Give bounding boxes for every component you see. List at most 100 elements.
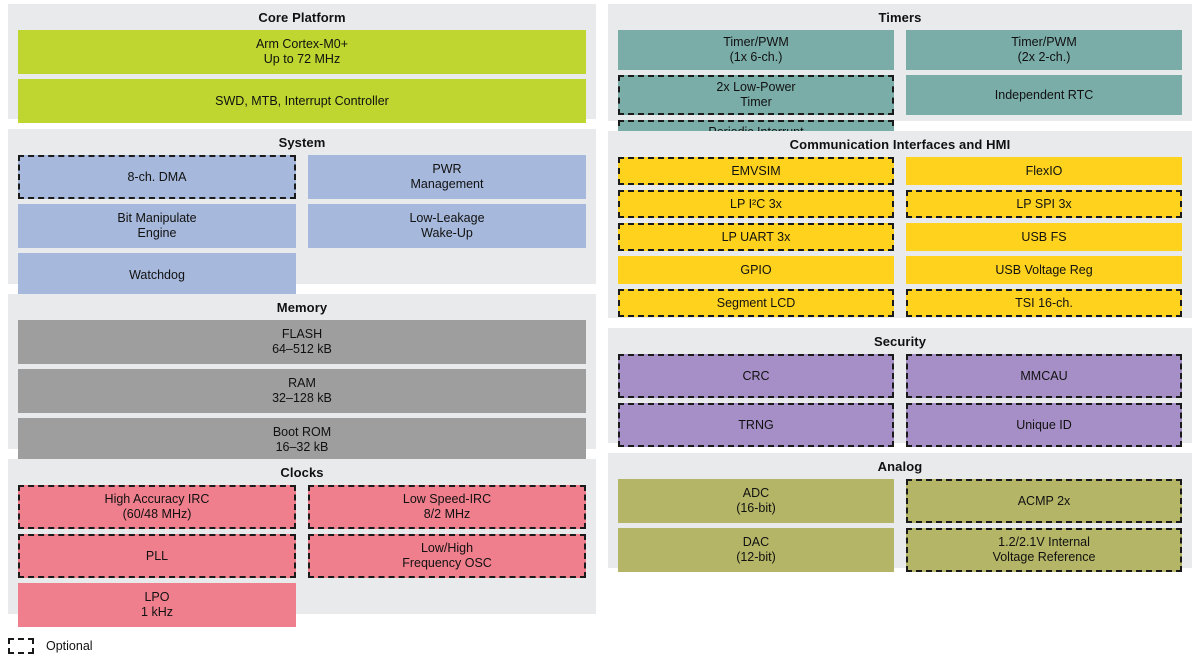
block-crc[interactable]: CRC [617,354,894,398]
block-line1: EMVSIM [731,163,781,178]
block-line1: LP UART 3x [721,229,791,244]
block-swd-mtb-interrupt-controller[interactable]: SWD, MTB, Interrupt Controller [18,79,586,123]
block-line2: (2x 2-ch.) [1017,50,1071,64]
block-line1: PWR [432,162,462,176]
block-line1: 8-ch. DMA [127,169,187,184]
block-line2: 16–32 kB [275,440,329,454]
block-adc[interactable]: ADC (16-bit) [617,479,894,523]
block-lp-uart-3x[interactable]: LP UART 3x [617,223,894,251]
block-flash[interactable]: FLASH 64–512 kB [18,320,586,364]
group-title-analog: Analog [877,459,923,474]
group-body-clocks: High Accuracy IRC (60/48 MHz) PLL LPO 1 … [18,485,586,627]
block-dac[interactable]: DAC (12-bit) [617,528,894,572]
block-ram[interactable]: RAM 32–128 kB [18,369,586,413]
block-acmp-2x[interactable]: ACMP 2x [906,479,1183,523]
subcolumn-security-left: CRC TRNG [617,354,894,447]
left-column: Core Platform Arm Cortex-M0+ Up to 72 MH… [8,4,596,660]
group-analog: Analog ADC (16-bit) DAC (12-bit) ACMP 2x [607,453,1192,572]
block-8ch-dma[interactable]: 8-ch. DMA [18,155,296,199]
block-flexio[interactable]: FlexIO [906,157,1183,185]
block-line1: RAM [288,376,316,390]
block-line1: TRNG [738,417,774,432]
block-low-high-frequency-osc[interactable]: Low/High Frequency OSC [308,534,586,578]
block-line1: LP SPI 3x [1016,196,1072,211]
block-timer-pwm-2x2ch[interactable]: Timer/PWM (2x 2-ch.) [906,30,1183,70]
group-memory: Memory FLASH 64–512 kB RAM 32–128 kB Boo… [8,294,596,462]
subcolumn-communication-left: EMVSIM LP I²C 3x LP UART 3x GPIO Segment… [617,157,894,317]
block-tsi-16ch[interactable]: TSI 16-ch. [906,289,1183,317]
group-body-security: CRC TRNG MMCAU Unique ID [617,354,1183,447]
block-emvsim[interactable]: EMVSIM [617,157,894,185]
block-line2: Voltage Reference [992,550,1096,564]
block-line1: 2x Low-Power [716,80,796,94]
group-body-memory: FLASH 64–512 kB RAM 32–128 kB Boot ROM 1… [18,320,586,462]
block-boot-rom[interactable]: Boot ROM 16–32 kB [18,418,586,462]
block-line1: MMCAU [1020,368,1068,383]
block-gpio[interactable]: GPIO [617,256,894,284]
block-mmcau[interactable]: MMCAU [906,354,1183,398]
group-title-security: Security [873,334,927,349]
block-arm-cortex-m0plus[interactable]: Arm Cortex-M0+ Up to 72 MHz [18,30,586,74]
block-timer-pwm-1x6ch[interactable]: Timer/PWM (1x 6-ch.) [617,30,894,70]
block-line2: Wake-Up [421,226,473,240]
group-title-system: System [278,135,326,150]
block-usb-voltage-reg[interactable]: USB Voltage Reg [906,256,1183,284]
subcolumn-analog-right: ACMP 2x 1.2/2.1V Internal Voltage Refere… [906,479,1183,572]
group-system: System 8-ch. DMA Bit Manipulate Engine W… [8,129,596,297]
block-line2: (12-bit) [736,550,776,564]
block-usb-fs[interactable]: USB FS [906,223,1183,251]
block-line1: Arm Cortex-M0+ [255,37,348,51]
block-line1: Watchdog [129,267,185,282]
block-line2: Up to 72 MHz [263,52,341,66]
block-trng[interactable]: TRNG [617,403,894,447]
subcolumn-communication-right: FlexIO LP SPI 3x USB FS USB Voltage Reg … [906,157,1183,317]
block-2x-low-power-timer[interactable]: 2x Low-Power Timer [617,75,894,115]
block-lp-spi-3x[interactable]: LP SPI 3x [906,190,1183,218]
subcolumn-clocks-right: Low Speed-IRC 8/2 MHz Low/High Frequency… [308,485,586,627]
subcolumn-analog-left: ADC (16-bit) DAC (12-bit) [617,479,894,572]
block-pll[interactable]: PLL [18,534,296,578]
group-body-system: 8-ch. DMA Bit Manipulate Engine Watchdog… [18,155,586,297]
block-line1: FlexIO [1025,163,1063,178]
block-line1: Bit Manipulate [117,211,197,225]
group-title-timers: Timers [878,10,922,25]
block-line1: Low/High [420,541,474,555]
block-watchdog[interactable]: Watchdog [18,253,296,297]
block-internal-voltage-reference[interactable]: 1.2/2.1V Internal Voltage Reference [906,528,1183,572]
block-line2: 8/2 MHz [423,507,471,521]
block-pwr-management[interactable]: PWR Management [308,155,586,199]
block-segment-lcd[interactable]: Segment LCD [617,289,894,317]
block-line1: Segment LCD [716,295,796,310]
block-unique-id[interactable]: Unique ID [906,403,1183,447]
block-line1: Timer/PWM [723,35,789,49]
block-high-accuracy-irc[interactable]: High Accuracy IRC (60/48 MHz) [18,485,296,529]
subcolumn-system-right: PWR Management Low-Leakage Wake-Up [308,155,586,297]
block-lpo[interactable]: LPO 1 kHz [18,583,296,627]
block-line1: Boot ROM [272,425,332,439]
block-line2: Timer [740,95,772,109]
subcolumn-timers-right: Timer/PWM (2x 2-ch.) Independent RTC [906,30,1183,160]
block-line2: (1x 6-ch.) [729,50,783,64]
group-security: Security CRC TRNG MMCAU Unique ID [607,328,1192,447]
subcolumn-core-platform: Arm Cortex-M0+ Up to 72 MHz SWD, MTB, In… [18,30,586,123]
block-low-leakage-wake-up[interactable]: Low-Leakage Wake-Up [308,204,586,248]
block-line1: SWD, MTB, Interrupt Controller [215,93,389,108]
legend: Optional [8,638,93,654]
subcolumn-clocks-left: High Accuracy IRC (60/48 MHz) PLL LPO 1 … [18,485,296,627]
block-line1: CRC [742,368,770,383]
block-line1: USB Voltage Reg [995,262,1093,277]
block-independent-rtc[interactable]: Independent RTC [906,75,1183,115]
block-line2: 1 kHz [141,605,173,619]
block-line2: 64–512 kB [272,342,332,356]
block-line2: (16-bit) [736,501,776,515]
block-lp-i2c-3x[interactable]: LP I²C 3x [617,190,894,218]
block-bit-manipulate-engine[interactable]: Bit Manipulate Engine [18,204,296,248]
group-title-core-platform: Core Platform [258,10,346,25]
block-line2: Engine [137,226,177,240]
subcolumn-system-left: 8-ch. DMA Bit Manipulate Engine Watchdog [18,155,296,297]
group-clocks: Clocks High Accuracy IRC (60/48 MHz) PLL… [8,459,596,627]
group-communication-interfaces-and-hmi: Communication Interfaces and HMI EMVSIM … [607,131,1192,318]
block-line1: ACMP 2x [1017,493,1071,508]
block-low-speed-irc[interactable]: Low Speed-IRC 8/2 MHz [308,485,586,529]
block-line2: Management [410,177,484,191]
